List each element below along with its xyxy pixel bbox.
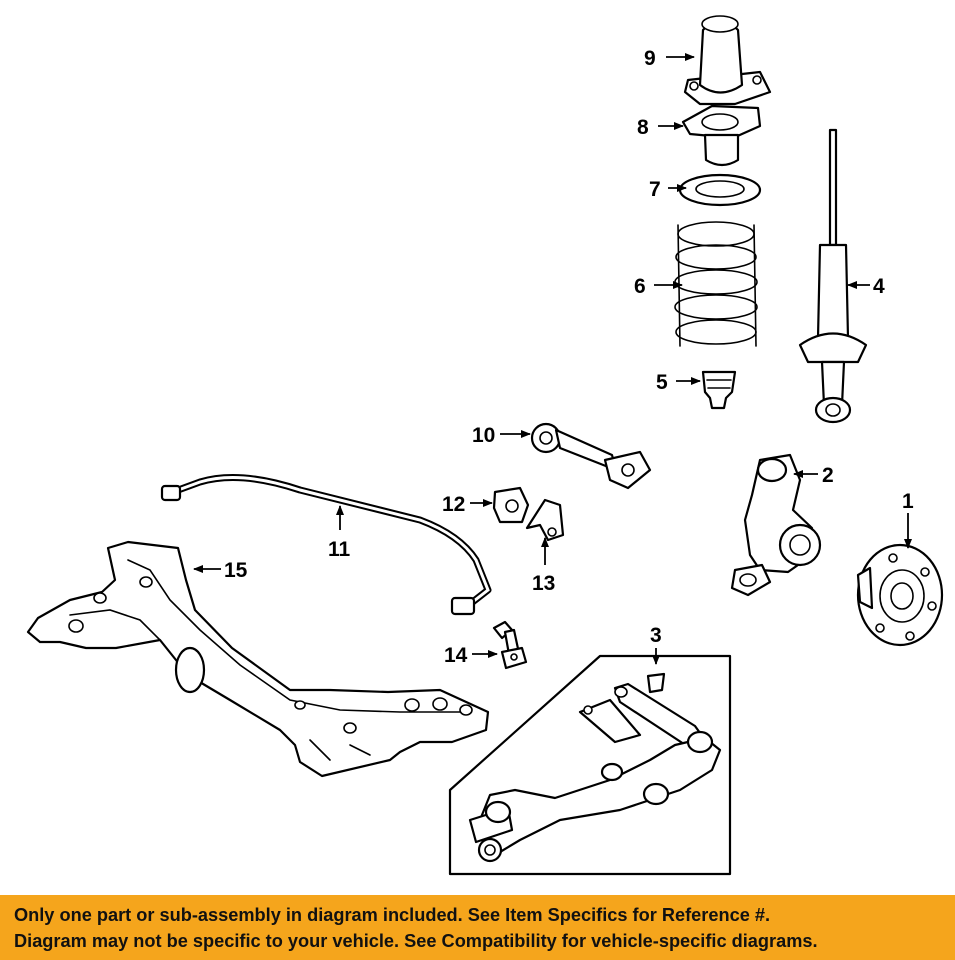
callout-4: 4: [873, 275, 885, 298]
disclaimer-line-1: Only one part or sub-assembly in diagram…: [14, 905, 771, 925]
callout-5: 5: [656, 371, 668, 394]
wheel-hub-part: [856, 543, 944, 647]
upper-control-arm-part: [530, 422, 652, 490]
stabilizer-bushing-part: [492, 486, 530, 524]
knuckle-part: [730, 453, 822, 597]
trailing-arm-assembly-part: [448, 654, 732, 876]
upper-mount-part: [683, 15, 772, 106]
callout-7: 7: [649, 178, 661, 201]
bump-stop-part: [701, 370, 737, 410]
parts-diagram: 9 8 7 6 5 4 10 2 1 12 11 13 15 14 3: [26, 15, 944, 876]
callout-3: 3: [650, 624, 662, 647]
callout-13: 13: [532, 572, 555, 595]
disclaimer-banner: Only one part or sub-assembly in diagram…: [0, 895, 955, 960]
coil-spring-part: [674, 221, 758, 347]
callout-leaders: [193, 53, 912, 665]
callout-9: 9: [644, 47, 656, 70]
subframe-part: [26, 540, 490, 778]
disclaimer-line-2: Diagram may not be specific to your vehi…: [14, 931, 818, 951]
callout-15: 15: [224, 559, 248, 582]
callout-2: 2: [822, 464, 834, 487]
callout-6: 6: [634, 275, 646, 298]
stabilizer-link-part: [492, 620, 528, 670]
callout-8: 8: [637, 116, 649, 139]
callout-labels: 9 8 7 6 5 4 10 2 1 12 11 13 15 14 3: [224, 47, 914, 667]
spring-upper-seat-part: [681, 104, 762, 167]
callout-12: 12: [442, 493, 465, 516]
callout-1: 1: [902, 490, 914, 513]
stabilizer-bracket-part: [525, 498, 565, 542]
stabilizer-bar-part: [160, 474, 492, 616]
shock-absorber-part: [798, 128, 868, 424]
callout-10: 10: [472, 424, 495, 447]
callout-14: 14: [444, 644, 468, 667]
spring-insulator-part: [678, 173, 762, 207]
callout-11: 11: [328, 538, 351, 561]
